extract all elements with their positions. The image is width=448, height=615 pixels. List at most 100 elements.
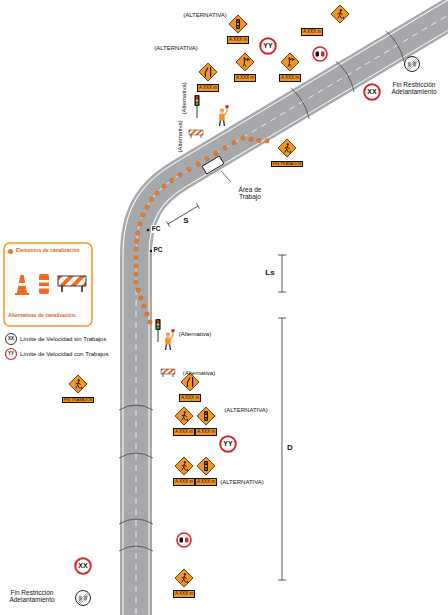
work-area: [221, 171, 231, 182]
channelizing-cone: [205, 157, 209, 161]
channelizing-cone: [223, 146, 227, 150]
legend-drum: [39, 280, 49, 283]
sign-section-arc: [119, 453, 153, 458]
sign-text: A XXX m: [197, 480, 215, 485]
legend-speed-sample: [6, 334, 17, 360]
curve-point-label: PC: [152, 246, 163, 253]
traffic-sign: [197, 407, 215, 425]
traffic-sign: [197, 457, 215, 475]
channelizing-cone: [232, 141, 236, 145]
legend-drum: [39, 286, 49, 289]
sign-text: YY: [223, 440, 232, 448]
traffic-sign: [69, 375, 87, 393]
sign-text: FIN TRABAJOS: [273, 162, 302, 166]
distance-plate: A XXX m: [234, 74, 256, 82]
channelizing-cone: [141, 213, 145, 217]
channelizing-cone: [134, 239, 138, 243]
legend-swatch: [8, 249, 13, 254]
alternative-note: (Alternativa): [181, 82, 188, 114]
alternative-device: [219, 105, 229, 126]
distance-plate: FIN TRABAJOS: [271, 161, 304, 168]
channelizing-cone: [134, 272, 138, 276]
sign-text: A XXX m: [303, 30, 321, 35]
speed-limit-sign: XX: [74, 557, 92, 575]
work-area-label: Área de Trabajo: [233, 186, 267, 201]
channelizing-cone: [136, 288, 140, 292]
alternative-note: (ALTERNATIVA): [220, 479, 264, 486]
dimension-line: [167, 203, 200, 226]
dimension-label: S: [183, 216, 188, 225]
sign-text: A XXX m: [181, 396, 199, 401]
alternative-device: [161, 369, 175, 377]
sign-text: XX: [78, 562, 87, 570]
channelizing-cone: [136, 231, 140, 235]
sign-outline: [364, 84, 380, 100]
channelizing-cone: [214, 151, 218, 155]
work-area: [202, 156, 231, 182]
distance-plate: A XXX m: [279, 74, 301, 82]
sign-text: A XXX m: [236, 76, 254, 81]
distance-plate: A XXX m: [179, 394, 201, 402]
alternative-device: [189, 130, 203, 138]
traffic-sign: [229, 15, 247, 33]
channelizing-cone: [134, 136, 269, 324]
distance-plate: FIN TRABAJOS: [62, 397, 95, 404]
alternative-note: (ALTERNATIVA): [224, 407, 268, 414]
dimension-label: Ls: [265, 268, 274, 277]
sign-text: A XXX m: [175, 592, 193, 597]
sign-text: A XXX m: [175, 480, 193, 485]
channelizing-cone: [196, 162, 200, 166]
channelizing-cone: [155, 191, 159, 195]
channelizing-cone: [162, 184, 166, 188]
alternative-device: [155, 319, 160, 342]
channelizing-cone: [148, 320, 152, 324]
speed-limit-sign: YY: [219, 435, 237, 453]
channelizing-cone: [149, 197, 153, 201]
traffic-sign: [313, 47, 327, 61]
traffic-sign: [177, 533, 191, 547]
traffic-sign: [175, 457, 193, 475]
sign-section-arc: [386, 31, 404, 62]
channelizing-cone: [257, 138, 261, 142]
legend-speed-sample: [6, 349, 17, 360]
alternative-device: [155, 95, 229, 377]
distance-plate: A XXX m: [195, 478, 217, 486]
channelizing-cone: [145, 205, 149, 209]
sign-section-arc: [119, 519, 153, 524]
traffic-sign: [278, 139, 296, 157]
sign-text: A XXX m: [197, 430, 215, 435]
channelizing-cone: [134, 256, 138, 260]
legend-sample-value: YY: [8, 351, 14, 356]
legend-frame: [4, 243, 92, 326]
channelizing-cone: [145, 312, 149, 316]
end-restriction-note: Fin Restricción Adelantamiento: [5, 589, 59, 604]
sign-section-arc: [336, 61, 354, 92]
channelizing-cone: [134, 264, 138, 268]
dimension-line: [167, 203, 287, 580]
legend-cone: [19, 283, 26, 286]
sign-text: XX: [367, 88, 376, 96]
legend-frame: [4, 243, 92, 326]
sign-section-arc: [119, 31, 404, 551]
alternative-note: (Alternativa): [177, 120, 184, 152]
alternative-device: [194, 95, 199, 118]
distance-plate: A XXX m: [197, 84, 219, 92]
sign-text: YY: [263, 42, 272, 50]
alternative-note: (Alternativa): [183, 370, 215, 377]
road: [136, 2, 448, 615]
legend-cone: [15, 293, 29, 295]
legend-cone: [15, 275, 29, 295]
channelizing-cone: [142, 304, 146, 308]
distance-plate: A XXX m: [195, 428, 217, 436]
sign-outline: [260, 38, 276, 54]
traffic-sign: [69, 5, 420, 606]
road: [136, 2, 448, 615]
channelizing-cone: [241, 136, 245, 140]
channelizing-cone: [138, 222, 142, 226]
legend-speed-sample: [6, 334, 17, 345]
sign-text: FIN TRABAJOS: [64, 398, 93, 402]
sign-section-arc: [119, 546, 153, 551]
legend-text: Alternativas de canalización.: [8, 313, 76, 319]
legend-cone: [17, 275, 27, 293]
